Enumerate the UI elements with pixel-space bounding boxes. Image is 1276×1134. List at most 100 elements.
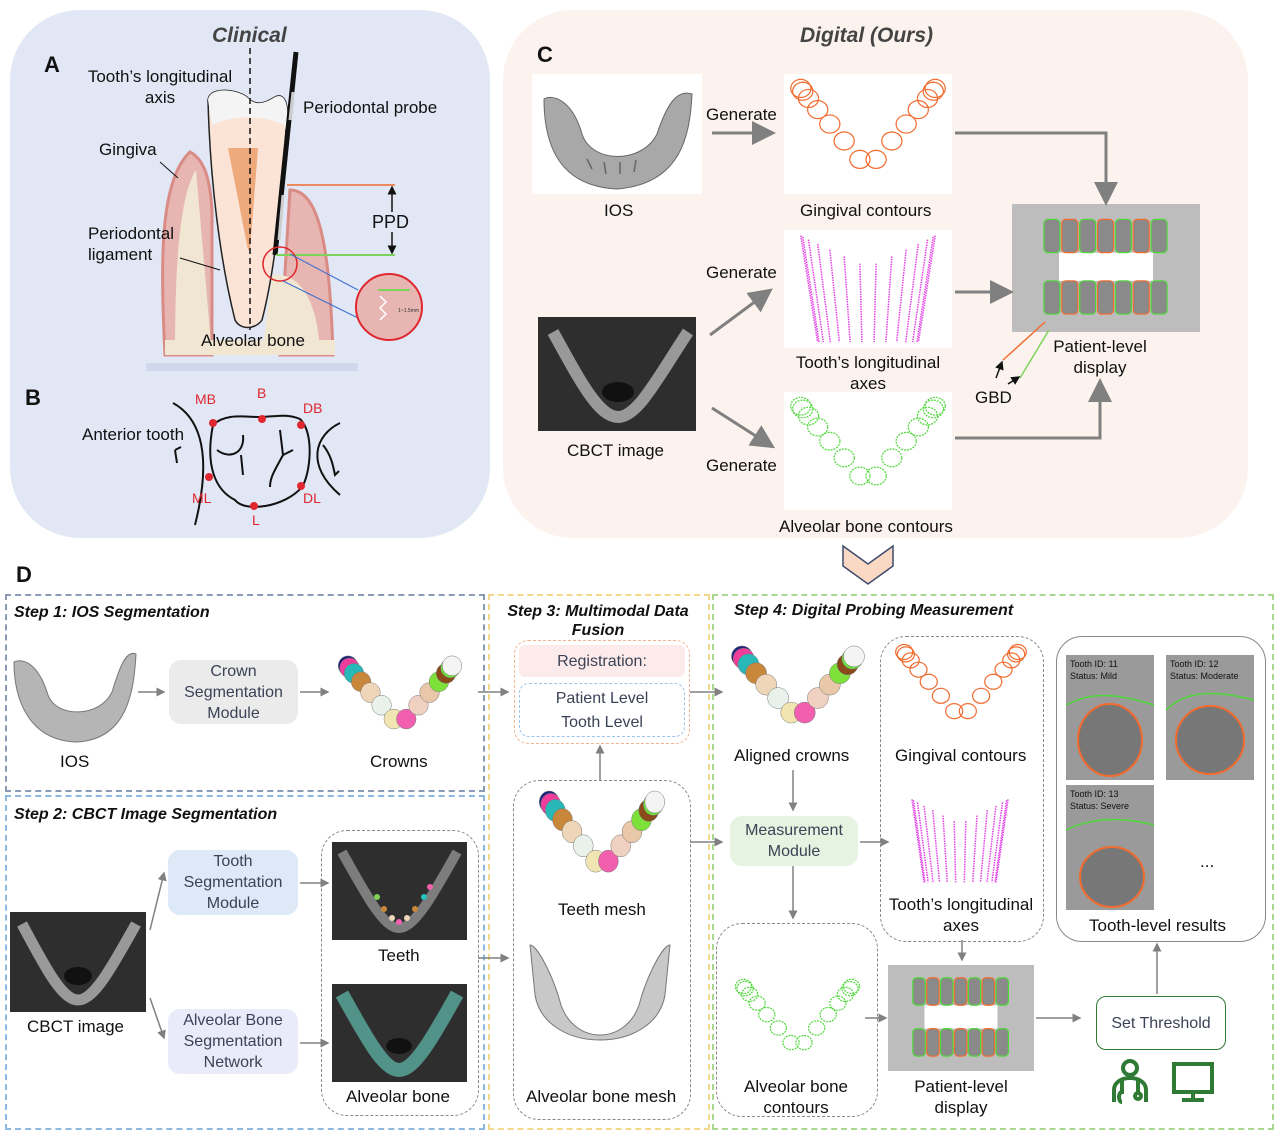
step4-bone-group [716, 923, 878, 1117]
step4-gingival-label: Gingival contours [895, 746, 1027, 765]
axis-line [816, 243, 832, 343]
site-dl-dot [297, 482, 305, 490]
gbd-label: GBD [975, 388, 1012, 407]
alveolar-bone-mesh-label: Alveolar bone mesh [526, 1087, 677, 1106]
axis-line [972, 815, 978, 883]
chevron-down-icon [842, 544, 894, 585]
contour-outline [758, 1006, 776, 1023]
gingival-contours-image [784, 74, 952, 194]
tooth-render [953, 1027, 968, 1057]
contour-outline [782, 1034, 800, 1051]
registration-group: Registration: Patient Level Tooth Level [514, 640, 690, 744]
teeth-mesh-image [536, 790, 668, 890]
contour-outline [841, 980, 859, 997]
periodontal-probe [272, 51, 299, 256]
site-mb-label: MB [195, 391, 216, 407]
alveolar-bone-right [262, 274, 320, 355]
inset-measure-text: 1~1.5mm [398, 308, 419, 314]
contour-outline [833, 448, 855, 468]
contour-outline [931, 687, 950, 704]
axis-line [802, 236, 820, 343]
tooth-result-11-id: Tooth ID: 11 [1070, 659, 1118, 669]
axis-line [912, 800, 926, 883]
axis-line [991, 802, 1004, 883]
step4-gingival-contours-image [890, 640, 1032, 740]
axis-line [995, 799, 1009, 883]
contour-outline [807, 100, 829, 120]
axis-line [916, 236, 934, 343]
contour-outline [748, 995, 766, 1011]
tooth-render [1096, 280, 1115, 315]
digital-title: Digital (Ours) [800, 24, 934, 47]
crown-mesh [767, 687, 789, 709]
site-mb-dot [209, 419, 217, 427]
alveolar-bone-segmentation-network: Alveolar Bone Segmentation Network [168, 1009, 298, 1074]
contour-outline [972, 687, 991, 704]
panel-b-label: B [25, 385, 41, 410]
axis-line [873, 263, 877, 343]
contour-outline [922, 81, 944, 101]
patient-level-item: Patient Level [555, 689, 649, 707]
site-b-dot [258, 415, 266, 423]
tooth-render [912, 1027, 926, 1057]
step4-patient-display-image [888, 965, 1034, 1071]
tooth-result-13-status: Status: Severe [1070, 801, 1130, 811]
contour-outline [895, 643, 914, 661]
registration-levels: Patient Level Tooth Level [519, 683, 685, 737]
probe-label: Periodontal probe [303, 98, 438, 117]
tooth-render [1096, 218, 1115, 254]
crown-mesh [442, 655, 462, 676]
contour-outline [896, 646, 915, 663]
site-ml-label: ML [192, 490, 212, 506]
step4-bone-label: Alveolar bone contours [744, 1077, 848, 1117]
zoom-circle-small [262, 246, 298, 282]
tooth-result-12: Tooth ID: 12 Status: Moderate [1165, 655, 1255, 780]
contour-outline [836, 986, 855, 1003]
contour-outline [819, 431, 841, 451]
tooth-render [967, 977, 982, 1006]
bone-label: Alveolar bone [201, 331, 305, 350]
gingival-contours-label: Gingival contours [800, 201, 932, 220]
crown-mesh [644, 790, 665, 814]
contour-outline [740, 986, 759, 1003]
step3-box [488, 594, 710, 1130]
tooth-render [981, 977, 996, 1006]
set-threshold-box: Set Threshold [1096, 996, 1226, 1050]
axis-line [904, 243, 920, 343]
step4-patient-display-label: Patient-level display [914, 1077, 1008, 1117]
site-ml-dot [205, 473, 213, 481]
ppd-label: PPD [372, 212, 410, 232]
site-dl-label: DL [303, 490, 321, 506]
axis-line [911, 799, 925, 883]
crown-mesh [396, 708, 417, 730]
tooth-render [1114, 218, 1132, 254]
tooth-render [926, 977, 940, 1006]
crown-mesh [598, 849, 619, 873]
tooth-render [1132, 218, 1150, 254]
axis-line [885, 256, 893, 343]
tooth-render [1132, 280, 1150, 315]
contour-outline [842, 978, 861, 995]
contour-outline [895, 114, 917, 134]
step2-cbct-label: CBCT image [27, 1017, 124, 1036]
axis-label: Tooth’s longitudinal axis [87, 67, 233, 107]
contour-outline [833, 131, 855, 151]
contour-outline [895, 431, 917, 451]
tooth-render [1079, 218, 1097, 254]
contour-outline [881, 448, 903, 468]
tooth-render [1043, 280, 1061, 315]
tooth-render [912, 977, 926, 1006]
ios-label: IOS [604, 201, 634, 220]
tooth-render [1061, 280, 1079, 315]
tooth-render [939, 1027, 954, 1057]
crown-mesh [371, 695, 392, 716]
generate-label-1: Generate [706, 105, 777, 124]
contour-outline [734, 978, 753, 995]
step2-outputs-group [321, 830, 479, 1116]
tooth-result-13: Tooth ID: 13 Status: Severe [1065, 785, 1155, 910]
axis-line [911, 239, 929, 343]
contour-outline [865, 149, 887, 169]
contour-outline [807, 1020, 826, 1036]
tooth-result-12-status: Status: Moderate [1170, 671, 1239, 681]
axis-line [916, 802, 929, 883]
